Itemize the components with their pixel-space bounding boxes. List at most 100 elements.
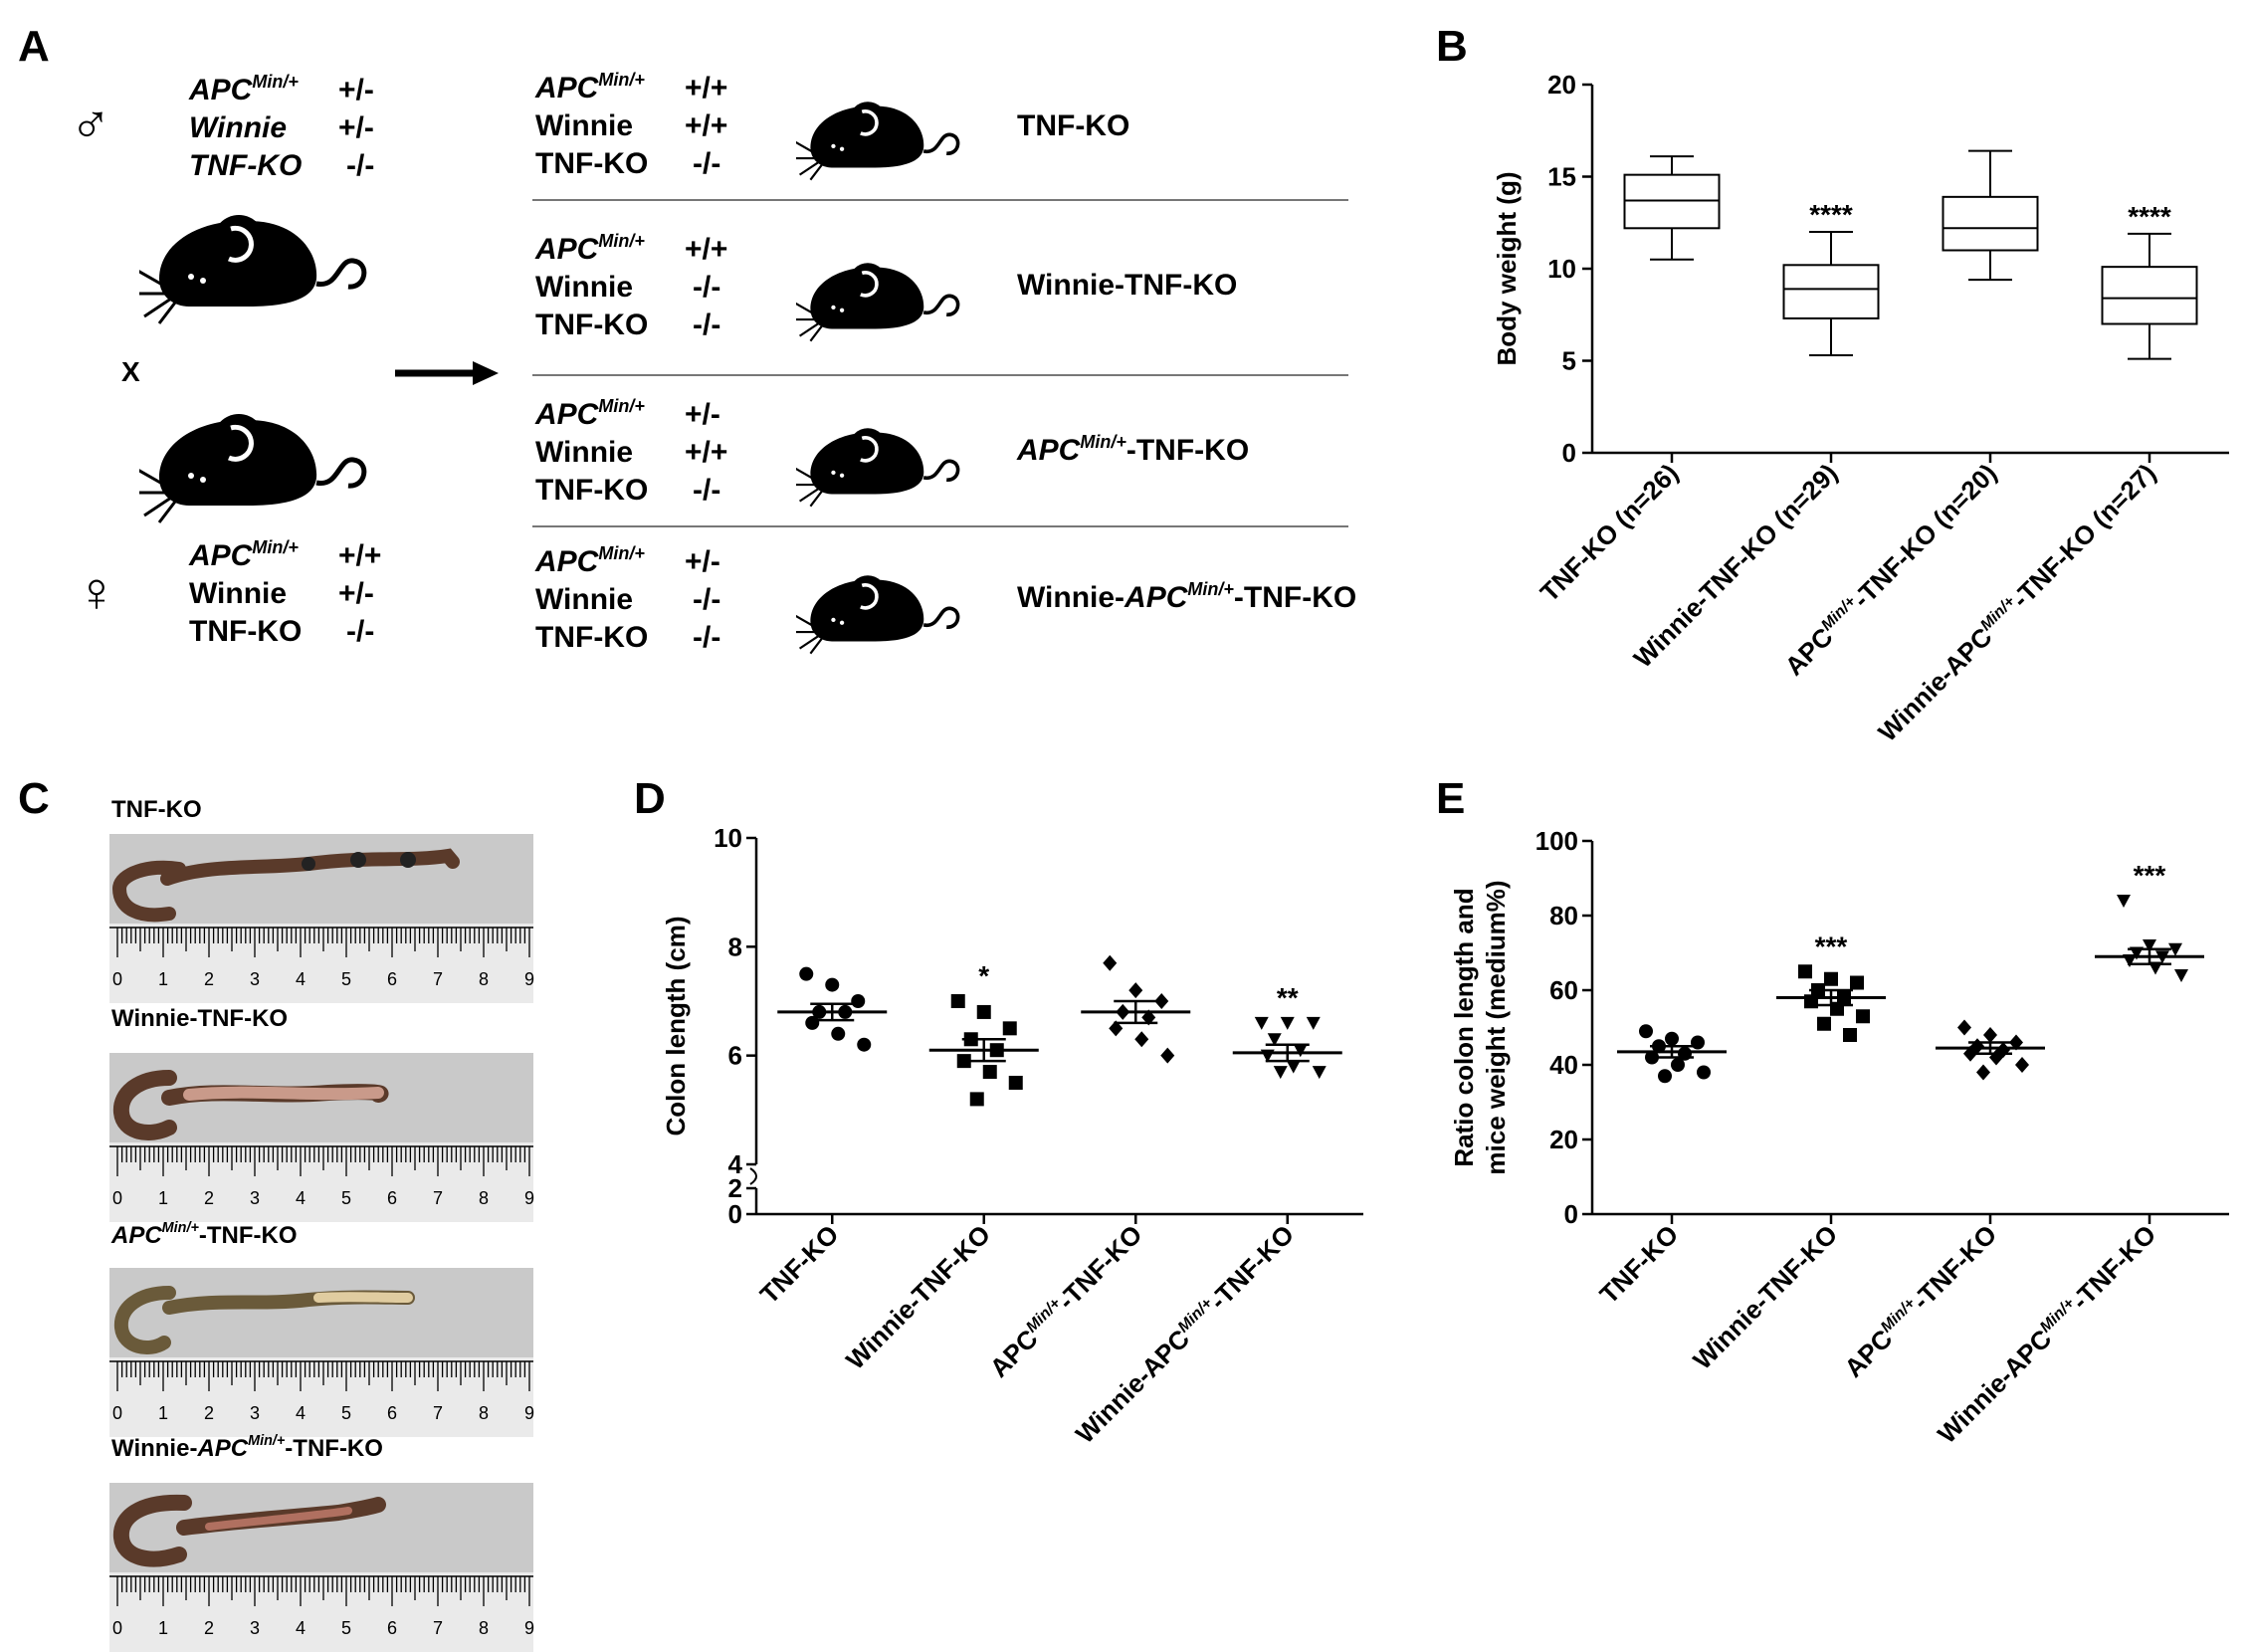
- apc-base: APC: [535, 72, 599, 104]
- apc-sup: Min/+: [598, 70, 645, 90]
- data-point: [1128, 982, 1143, 999]
- data-point: [2015, 1057, 2029, 1073]
- offspring-genotype-name: Winnie-TNF-KO: [1017, 269, 1238, 302]
- data-point: [1134, 1031, 1149, 1048]
- ruler-number: 5: [340, 969, 352, 989]
- y-axis-label: mice weight (medium%): [1481, 880, 1511, 1174]
- data-point: [1665, 1031, 1679, 1046]
- colon-photo: [109, 1268, 533, 1357]
- y-tick-label: 0: [1562, 438, 1576, 468]
- apc-base: APC: [189, 539, 253, 572]
- y-axis-label: Ratio colon length and: [1449, 888, 1479, 1166]
- data-point: [1306, 1016, 1321, 1030]
- colon-label: APCMin/+-TNF-KO: [111, 1220, 298, 1250]
- ruler-number: 3: [249, 969, 261, 989]
- offspring-winnie-genotype: +/+: [685, 436, 728, 469]
- data-point: [2168, 942, 2182, 956]
- colon-label: Winnie-TNF-KO: [111, 1005, 289, 1032]
- ruler-number: 6: [386, 1618, 398, 1638]
- data-point: [1293, 1044, 1308, 1058]
- y-tick-label: 2: [728, 1173, 742, 1203]
- offspring-apc-gene: APCMin/+: [535, 543, 645, 579]
- ruler-number: 4: [295, 1403, 307, 1423]
- female-apc-gene: APCMin/+: [189, 537, 299, 573]
- y-tick-label: 20: [1547, 70, 1576, 100]
- data-point: [1312, 1066, 1327, 1080]
- apc-sup: Min/+: [252, 72, 299, 92]
- ruler-number: 1: [157, 1403, 169, 1423]
- box-iqr: [1782, 264, 1880, 319]
- offspring-apc-genotype: +/+: [685, 233, 728, 266]
- label-suffix: -TNF-KO: [198, 1222, 298, 1249]
- ruler-number: 7: [432, 1188, 444, 1208]
- apc-base: APC: [535, 545, 599, 578]
- data-point: [2174, 969, 2188, 982]
- ruler-number: 4: [295, 1618, 307, 1638]
- ruler-number: 5: [340, 1188, 352, 1208]
- colon-label: TNF-KO: [111, 796, 202, 823]
- data-point: [1154, 993, 1169, 1009]
- data-point: [969, 1092, 984, 1107]
- data-point: [831, 1026, 846, 1041]
- ruler-number: 8: [478, 969, 490, 989]
- data-point: [950, 994, 965, 1008]
- y-tick-label: 5: [1562, 346, 1576, 376]
- female-mouse-icon: [139, 414, 367, 523]
- male-mouse-icon: [139, 215, 367, 324]
- category-label: APCMin/+-TNF-KO: [984, 1219, 1148, 1383]
- colon-photo: [109, 1053, 533, 1142]
- ruler-number: 1: [157, 1188, 169, 1208]
- apc-base: APC: [189, 74, 253, 106]
- ruler-ticks: [109, 1145, 533, 1176]
- offspring-winnie-genotype: -/-: [693, 583, 721, 616]
- offspring-winnie-gene: Winnie: [535, 271, 634, 304]
- data-point: [982, 1065, 997, 1080]
- cross-symbol: X: [121, 356, 140, 387]
- female-symbol-icon: ♀: [76, 560, 117, 623]
- y-tick-label: 40: [1549, 1050, 1578, 1080]
- ruler-number: 3: [249, 1403, 261, 1423]
- ruler-number: 0: [111, 1403, 123, 1423]
- y-axis-label: Colon length (cm): [661, 917, 691, 1136]
- offspring-winnie-genotype: -/-: [693, 271, 721, 304]
- offspring-genotype-name: TNF-KO: [1017, 109, 1130, 142]
- data-point: [857, 1037, 872, 1052]
- female-apc-genotype: +/+: [338, 539, 382, 572]
- offspring-genotype-name: Winnie-APCMin/+-TNF-KO: [1017, 579, 1356, 615]
- offspring-tnf-genotype: -/-: [693, 621, 721, 654]
- offspring-mouse-icon: [796, 575, 960, 655]
- data-point: [1976, 1064, 1990, 1081]
- offspring-apc-gene: APCMin/+: [535, 396, 645, 432]
- data-point: [825, 977, 840, 992]
- ruler-number: 6: [386, 1188, 398, 1208]
- data-point: [1850, 975, 1864, 990]
- significance-marker: **: [1277, 982, 1299, 1013]
- data-point: [1856, 1009, 1870, 1024]
- ruler-number: 2: [203, 969, 215, 989]
- y-tick-label: 8: [728, 931, 742, 961]
- ruler-number: 8: [478, 1403, 490, 1423]
- panel-label-e: E: [1436, 774, 1466, 823]
- data-point: [1008, 1076, 1023, 1090]
- ruler-number: 9: [523, 969, 535, 989]
- data-point: [2117, 895, 2131, 908]
- apc-sup: Min/+: [252, 537, 299, 557]
- apc-base: APC: [535, 398, 599, 431]
- panel-label-a: A: [18, 22, 50, 71]
- category-label: TNF-KO: [1594, 1219, 1685, 1310]
- data-point: [1658, 1069, 1672, 1084]
- offspring-mouse-icon: [796, 428, 960, 508]
- female-winnie-gene: Winnie: [189, 577, 288, 610]
- ruler-number: 1: [157, 1618, 169, 1638]
- ruler-number: 0: [111, 969, 123, 989]
- colon-photo: [109, 834, 533, 924]
- offspring-apc-gene: APCMin/+: [535, 231, 645, 267]
- offspring-apc-genotype: +/-: [685, 398, 720, 431]
- male-apc-gene: APCMin/+: [189, 72, 299, 107]
- data-point: [1273, 1066, 1288, 1080]
- significance-marker: ****: [2128, 201, 2171, 232]
- data-point: [1671, 1058, 1685, 1072]
